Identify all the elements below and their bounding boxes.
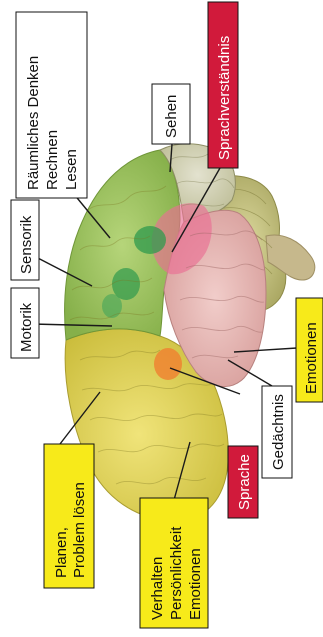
label-emotionen-frontal-text: Emotionen [187, 548, 204, 620]
label-sprachverstaendnis-text: Sprachverständnis [216, 36, 233, 160]
label-planen: Planen, Problem lösen [44, 444, 94, 588]
label-sehen-text: Sehen [163, 95, 180, 138]
sensory-spot-1 [134, 226, 166, 254]
label-sprachverstaendnis: Sprachverständnis [208, 2, 238, 168]
label-lesen-text: Lesen [63, 149, 80, 190]
label-sprache: Sprache [228, 446, 258, 518]
label-problem-loesen-text: Problem lösen [71, 482, 88, 578]
label-planen-text: Planen, [53, 527, 70, 578]
label-sensorik-text: Sensorik [18, 215, 35, 274]
label-emotionen-limbic-text: Emotionen [303, 322, 320, 394]
label-verhalten: Verhalten Persönlichkeit Emotionen [140, 498, 208, 628]
label-verhalten-text: Verhalten [149, 557, 166, 620]
label-emotionen-limbic: Emotionen [296, 298, 323, 402]
label-motorik: Motorik [11, 288, 39, 358]
label-sehen: Sehen [152, 84, 190, 144]
label-sprache-text: Sprache [236, 454, 253, 510]
label-persoenlichkeit-text: Persönlichkeit [168, 526, 185, 620]
label-gedaechtnis-text: Gedächtnis [270, 394, 287, 470]
label-raeumliches-denken: Räumliches Denken Rechnen Lesen [16, 12, 87, 198]
sensory-spot-3 [102, 294, 122, 318]
speech-spot [154, 348, 182, 380]
label-raeumliches-denken-text: Räumliches Denken [25, 56, 42, 190]
label-motorik-text: Motorik [18, 302, 35, 352]
label-rechnen-text: Rechnen [44, 130, 61, 190]
label-sensorik: Sensorik [11, 200, 39, 280]
label-gedaechtnis: Gedächtnis [262, 386, 292, 478]
